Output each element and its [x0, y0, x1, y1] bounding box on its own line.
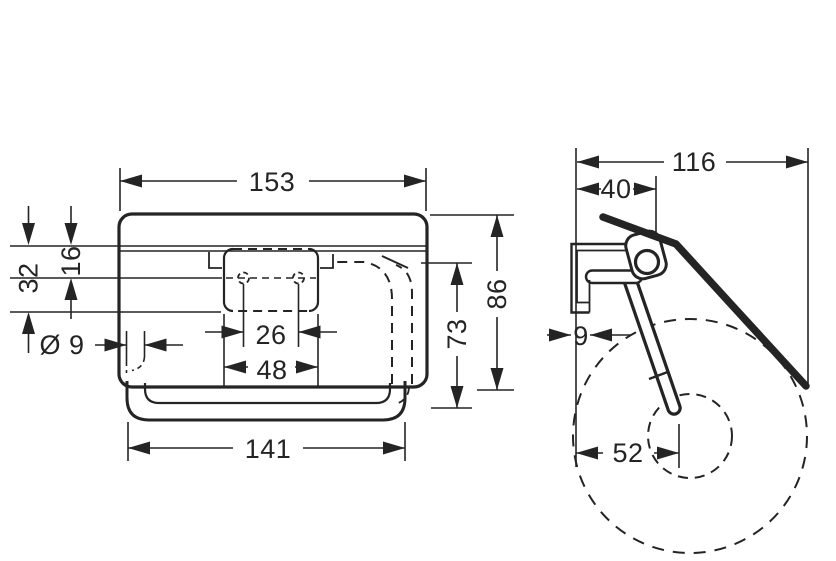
dim-hole-spacing: 26 — [205, 284, 337, 350]
dim-overall-depth-label: 116 — [672, 147, 717, 177]
dim-top-to-plate-bottom-label: 32 — [14, 262, 44, 293]
roll-outline-hidden — [572, 318, 808, 554]
dim-bar-diameter: Ø 9 — [39, 330, 183, 373]
bracket-outer — [570, 242, 630, 314]
dim-cover-height-label: 86 — [482, 278, 512, 309]
roll-arm-fill — [625, 275, 679, 413]
dim-arm-height: 73 — [421, 262, 472, 409]
arm-hidden-inner — [335, 261, 393, 384]
arrowhead-left — [577, 182, 599, 196]
arrowhead-right — [657, 446, 679, 460]
mounting-plate-right-edge — [308, 247, 320, 313]
arrowhead-left — [120, 174, 142, 188]
arrowhead-down — [490, 368, 504, 390]
dim-bracket-depth-label: 9 — [573, 321, 589, 351]
dim-hole-spacing-label: 26 — [255, 320, 286, 350]
dim-bar-width-label: 141 — [245, 434, 292, 464]
dim-cover-top-depth: 40 — [577, 174, 657, 237]
dim-cover-top-depth-label: 40 — [600, 174, 631, 204]
arrowhead-right — [383, 441, 405, 455]
dim-top-to-holes-label: 16 — [56, 245, 86, 276]
arrowhead-up — [450, 263, 464, 285]
cover-outline — [117, 212, 429, 389]
arrowhead-left — [576, 446, 598, 460]
arrowhead-left — [128, 441, 150, 455]
hinge-pivot — [633, 248, 661, 276]
dim-roll-center-offset-label: 52 — [612, 438, 643, 468]
arm-hidden-bottom — [395, 387, 410, 405]
arrowhead-down — [450, 386, 464, 408]
arrowhead-up — [22, 312, 35, 334]
arrowhead-up — [64, 278, 78, 300]
plate-hook-left — [208, 252, 222, 269]
arrowhead-left — [298, 325, 321, 339]
cover-flap — [599, 213, 810, 390]
arrowhead-right — [634, 182, 656, 196]
dim-cover-height: 86 — [430, 214, 514, 391]
dim-plate-width-label: 48 — [256, 355, 287, 385]
dim-overall-depth: 116 — [577, 147, 808, 177]
arrowhead-right — [296, 360, 318, 374]
arrowhead-left — [224, 360, 246, 374]
dim-overall-width: 153 — [119, 167, 427, 211]
front-view: 153 141 48 — [10, 167, 514, 464]
screw-hole-right — [292, 271, 305, 285]
dim-bracket-depth: 9 — [547, 321, 631, 351]
dim-bar-width: 141 — [127, 422, 406, 464]
cover-crease-line — [381, 255, 409, 269]
plate-hook-right — [320, 254, 334, 269]
dim-overall-width-label: 153 — [249, 167, 296, 197]
arrowhead-left — [144, 338, 167, 352]
arrowhead-right — [104, 338, 127, 352]
arrowhead-right — [221, 325, 244, 339]
arm-hidden-outer — [395, 264, 413, 384]
arrowhead-right — [404, 174, 426, 188]
mounting-plate-left-edge — [222, 247, 234, 313]
dim-roll-center-offset: 52 — [576, 424, 680, 468]
arrowhead-right — [786, 155, 808, 169]
roll-bar-outer — [125, 381, 407, 422]
arrowhead-down — [22, 223, 35, 245]
arrowhead-up — [490, 215, 504, 237]
arrowhead-left — [577, 155, 599, 169]
arrowhead-right — [549, 328, 571, 342]
roll-core-hidden — [647, 393, 733, 479]
arrowhead-left — [590, 328, 612, 342]
dim-arm-height-label: 73 — [442, 318, 472, 349]
roll-arm-joint-line — [648, 370, 670, 381]
arrowhead-down — [64, 223, 78, 245]
screw-hole-left — [237, 271, 250, 285]
bracket-inner — [576, 249, 626, 304]
side-view: 116 40 9 52 — [547, 147, 810, 554]
dim-top-to-holes: 16 — [56, 206, 86, 319]
roll-bar-inner — [143, 383, 392, 405]
dim-top-to-plate-bottom: 32 — [14, 206, 44, 353]
dim-bar-diameter-label: Ø 9 — [39, 330, 84, 360]
